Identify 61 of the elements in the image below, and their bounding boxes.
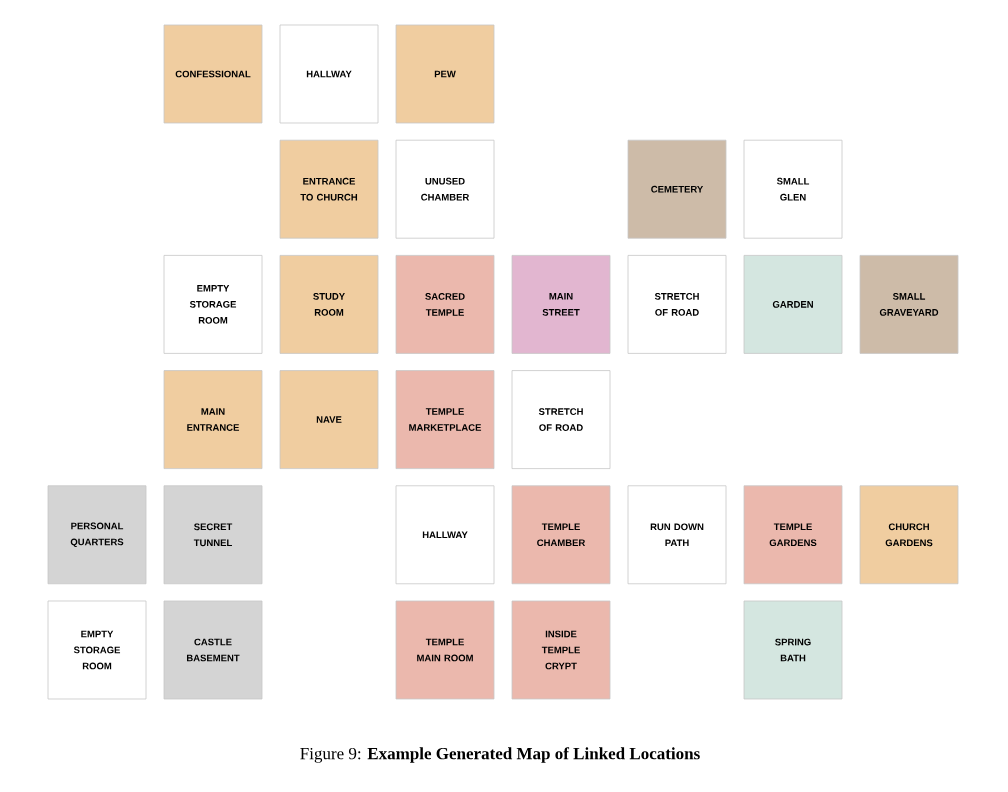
node-label: NAVE [316, 416, 342, 423]
location-box [859, 255, 959, 354]
node-label: UNUSED CHAMBER [421, 177, 470, 201]
node-label: SMALL GRAVEYARD [879, 293, 939, 316]
location-box [627, 139, 727, 239]
location-box [395, 485, 495, 585]
location-box [47, 600, 147, 700]
node-label: PERSONAL QUARTERS [70, 522, 124, 548]
location-box [627, 255, 727, 354]
location-box [395, 370, 495, 469]
location-box [279, 24, 379, 124]
node-label: CONFESSIONAL [175, 70, 251, 78]
location-box [743, 485, 843, 585]
node-label: CEMETERY [651, 185, 704, 193]
node-label: INSIDE TEMPLE CRYPT [541, 630, 580, 670]
node-label: CHURCH GARDENS [885, 523, 933, 547]
node-label: STUDY ROOM [313, 293, 345, 316]
node-label: RUN DOWN PATH [650, 523, 704, 547]
location-box [743, 255, 843, 354]
location-box [511, 370, 611, 469]
node-label: TEMPLE MAIN ROOM [417, 638, 473, 662]
location-box [279, 370, 379, 469]
location-box [163, 370, 263, 469]
location-box [627, 485, 727, 585]
node-label: TEMPLE MARKETPLACE [409, 408, 482, 431]
location-box [163, 600, 263, 700]
node-label: STRETCH OF ROAD [654, 293, 699, 316]
location-box [395, 24, 495, 124]
figure-caption: Figure 9: Example Generated Map of Linked Locations [300, 747, 700, 763]
location-box [279, 255, 379, 354]
node-label: PEW [434, 70, 456, 78]
node-label: GARDEN [772, 301, 813, 308]
node-label: SACRED TEMPLE [425, 293, 465, 316]
location-box [859, 485, 959, 585]
location-box [743, 139, 843, 239]
location-box [395, 255, 495, 354]
node-label: TEMPLE CHAMBER [537, 523, 586, 547]
location-box [395, 600, 495, 700]
node-label: HALLWAY [422, 531, 468, 539]
location-box [279, 139, 379, 239]
node-label: HALLWAY [306, 70, 352, 78]
location-box [163, 255, 263, 354]
location-box [511, 255, 611, 354]
node-label: SPRING BATH [775, 638, 811, 662]
node-label: EMPTY STORAGE ROOM [73, 630, 121, 670]
node-label: STRETCH OF ROAD [538, 408, 583, 431]
location-box [511, 600, 611, 700]
location-box [395, 139, 495, 239]
location-box [47, 485, 147, 585]
node-label: ENTRANCE TO CHURCH [300, 177, 358, 201]
location-box [163, 24, 263, 124]
location-box [743, 600, 843, 700]
node-label: EMPTY STORAGE ROOM [189, 285, 237, 324]
location-box [511, 485, 611, 585]
node-label: CASTLE BASEMENT [186, 638, 240, 662]
node-label: MAIN STREET [542, 293, 580, 316]
node-label: TEMPLE GARDENS [769, 523, 817, 547]
node-label: SECRET TUNNEL [193, 523, 233, 547]
node-label: SMALL GLEN [776, 177, 810, 201]
location-box [163, 485, 263, 585]
node-label: MAIN ENTRANCE [187, 408, 240, 431]
